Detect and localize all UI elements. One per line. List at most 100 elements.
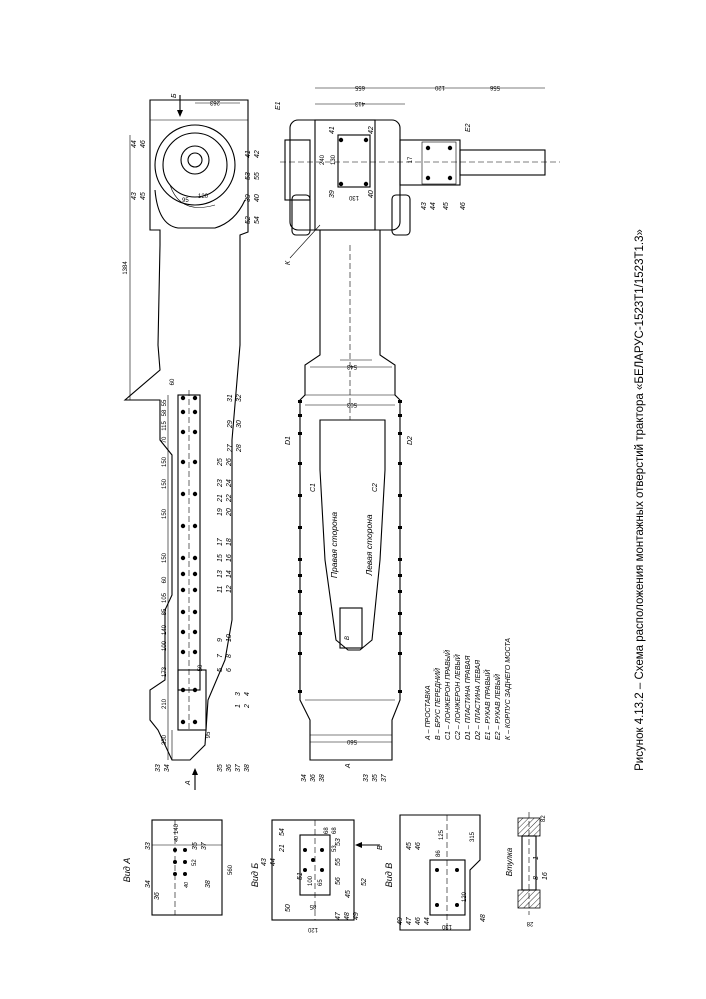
part-e1: E1 <box>275 101 282 110</box>
callout: 37 <box>235 763 242 772</box>
dim: 86 <box>436 850 442 857</box>
part-b: В <box>345 636 351 640</box>
callout: 44 <box>270 858 277 866</box>
callout: 24 <box>226 479 233 488</box>
callout: 46 <box>415 842 422 850</box>
callout: 10 <box>226 634 233 642</box>
callout: 19 <box>217 508 224 516</box>
dim-560: 560 <box>346 738 357 744</box>
callout: 40 <box>368 190 375 198</box>
hole <box>180 629 186 635</box>
legend-item-d1: D1 – ПЛАСТИНА ПРАВАЯ <box>465 655 472 740</box>
dim-655: 655 <box>354 84 365 90</box>
hole <box>192 491 198 497</box>
hole <box>447 145 453 151</box>
callout: 1 <box>533 856 540 860</box>
callout: 36 <box>154 892 161 900</box>
hole <box>180 571 186 577</box>
dim: 315 <box>470 831 476 842</box>
dim: 85 <box>309 903 316 909</box>
callout: 16 <box>542 872 549 880</box>
plate-bolts-right <box>398 400 402 693</box>
callout: 46 <box>140 140 147 148</box>
callout: 18 <box>226 538 233 546</box>
dim: 140 <box>174 823 180 834</box>
hole <box>180 429 186 435</box>
hole <box>192 459 198 465</box>
callout: 1 <box>235 704 242 708</box>
hole <box>180 649 186 655</box>
callout: 40 <box>254 194 261 202</box>
bushing-detail: Втулка 1 8 16 82 28 <box>505 812 549 926</box>
dim-pitch: 105 <box>162 592 168 603</box>
hole <box>192 719 198 725</box>
callout: 22 <box>226 494 233 503</box>
callout: 35 <box>217 764 224 772</box>
dim-pitch: 70 <box>162 436 168 443</box>
hole <box>447 175 453 181</box>
callout: 38 <box>205 880 212 888</box>
callout: 36 <box>310 774 317 782</box>
callout: 35 <box>192 842 199 850</box>
dim-pitch: 140 <box>162 624 168 635</box>
callout: 47 <box>335 911 342 920</box>
callout: 39 <box>245 194 252 202</box>
hole <box>192 609 198 615</box>
callout: 54 <box>279 828 286 836</box>
dim-413: 413 <box>354 100 365 106</box>
legend-item-d2: D2 – ПЛАСТИНА ЛЕВАЯ <box>475 660 482 740</box>
callout: 27 <box>227 443 234 453</box>
callout: 7 <box>217 653 224 658</box>
callout: 31 <box>227 394 234 402</box>
callout: 45 <box>140 192 147 200</box>
dim-pitch: 150 <box>162 552 168 563</box>
callout: 33 <box>363 774 370 782</box>
hole <box>180 687 186 693</box>
callout: 53 <box>335 838 342 846</box>
callout: 5 <box>217 668 224 672</box>
part-c2: С2 <box>372 483 379 492</box>
callout: 45 <box>406 842 413 850</box>
callout: 11 <box>217 586 224 593</box>
dim: 82 <box>541 815 547 822</box>
callout: 2 <box>244 704 251 709</box>
callout: 35 <box>372 774 379 782</box>
dim: 65 <box>318 879 324 886</box>
hole <box>338 181 344 187</box>
callout: 45 <box>443 202 450 210</box>
callout: 46 <box>460 202 467 210</box>
side-callouts: 1 2 3 4 5 6 7 8 9 10 11 12 13 14 15 16 1… <box>217 394 251 709</box>
view-a-title: Вид А <box>122 858 132 883</box>
part-d1: D1 <box>285 436 292 445</box>
callout: 43 <box>261 858 268 866</box>
dim-pitch: 60 <box>170 378 176 385</box>
dim-pitch: 85 <box>162 608 168 615</box>
callout: 39 <box>329 190 336 198</box>
hole <box>192 523 198 529</box>
legend-item-e1: Е1 – РУКАВ ПРАВЫЙ <box>483 669 492 740</box>
dim: 100 <box>308 875 314 886</box>
hole <box>180 587 186 593</box>
callout: 48 <box>480 914 487 922</box>
part-a: А <box>345 763 352 769</box>
hole <box>180 459 186 465</box>
hole <box>192 571 198 577</box>
dim-543: 543 <box>346 363 357 369</box>
view-v: Вид В 46 45 49 47 46 44 48 86 125 130 12… <box>384 814 487 931</box>
hole <box>180 555 186 561</box>
dim: 28 <box>526 920 533 926</box>
hole <box>180 491 186 497</box>
callout: 53 <box>245 172 252 180</box>
callout: 8 <box>533 876 540 880</box>
callout: 21 <box>217 494 224 503</box>
callout: 21 <box>279 844 286 853</box>
callout: 37 <box>381 773 388 782</box>
hole <box>192 555 198 561</box>
callout: 42 <box>254 150 261 158</box>
dim-pitch: 58 <box>162 409 168 416</box>
dim: 130 <box>441 923 452 929</box>
callout: 28 <box>236 444 243 453</box>
dim: 53 <box>332 845 338 852</box>
callout: 50 <box>285 904 292 912</box>
callout: 40 <box>174 835 180 842</box>
